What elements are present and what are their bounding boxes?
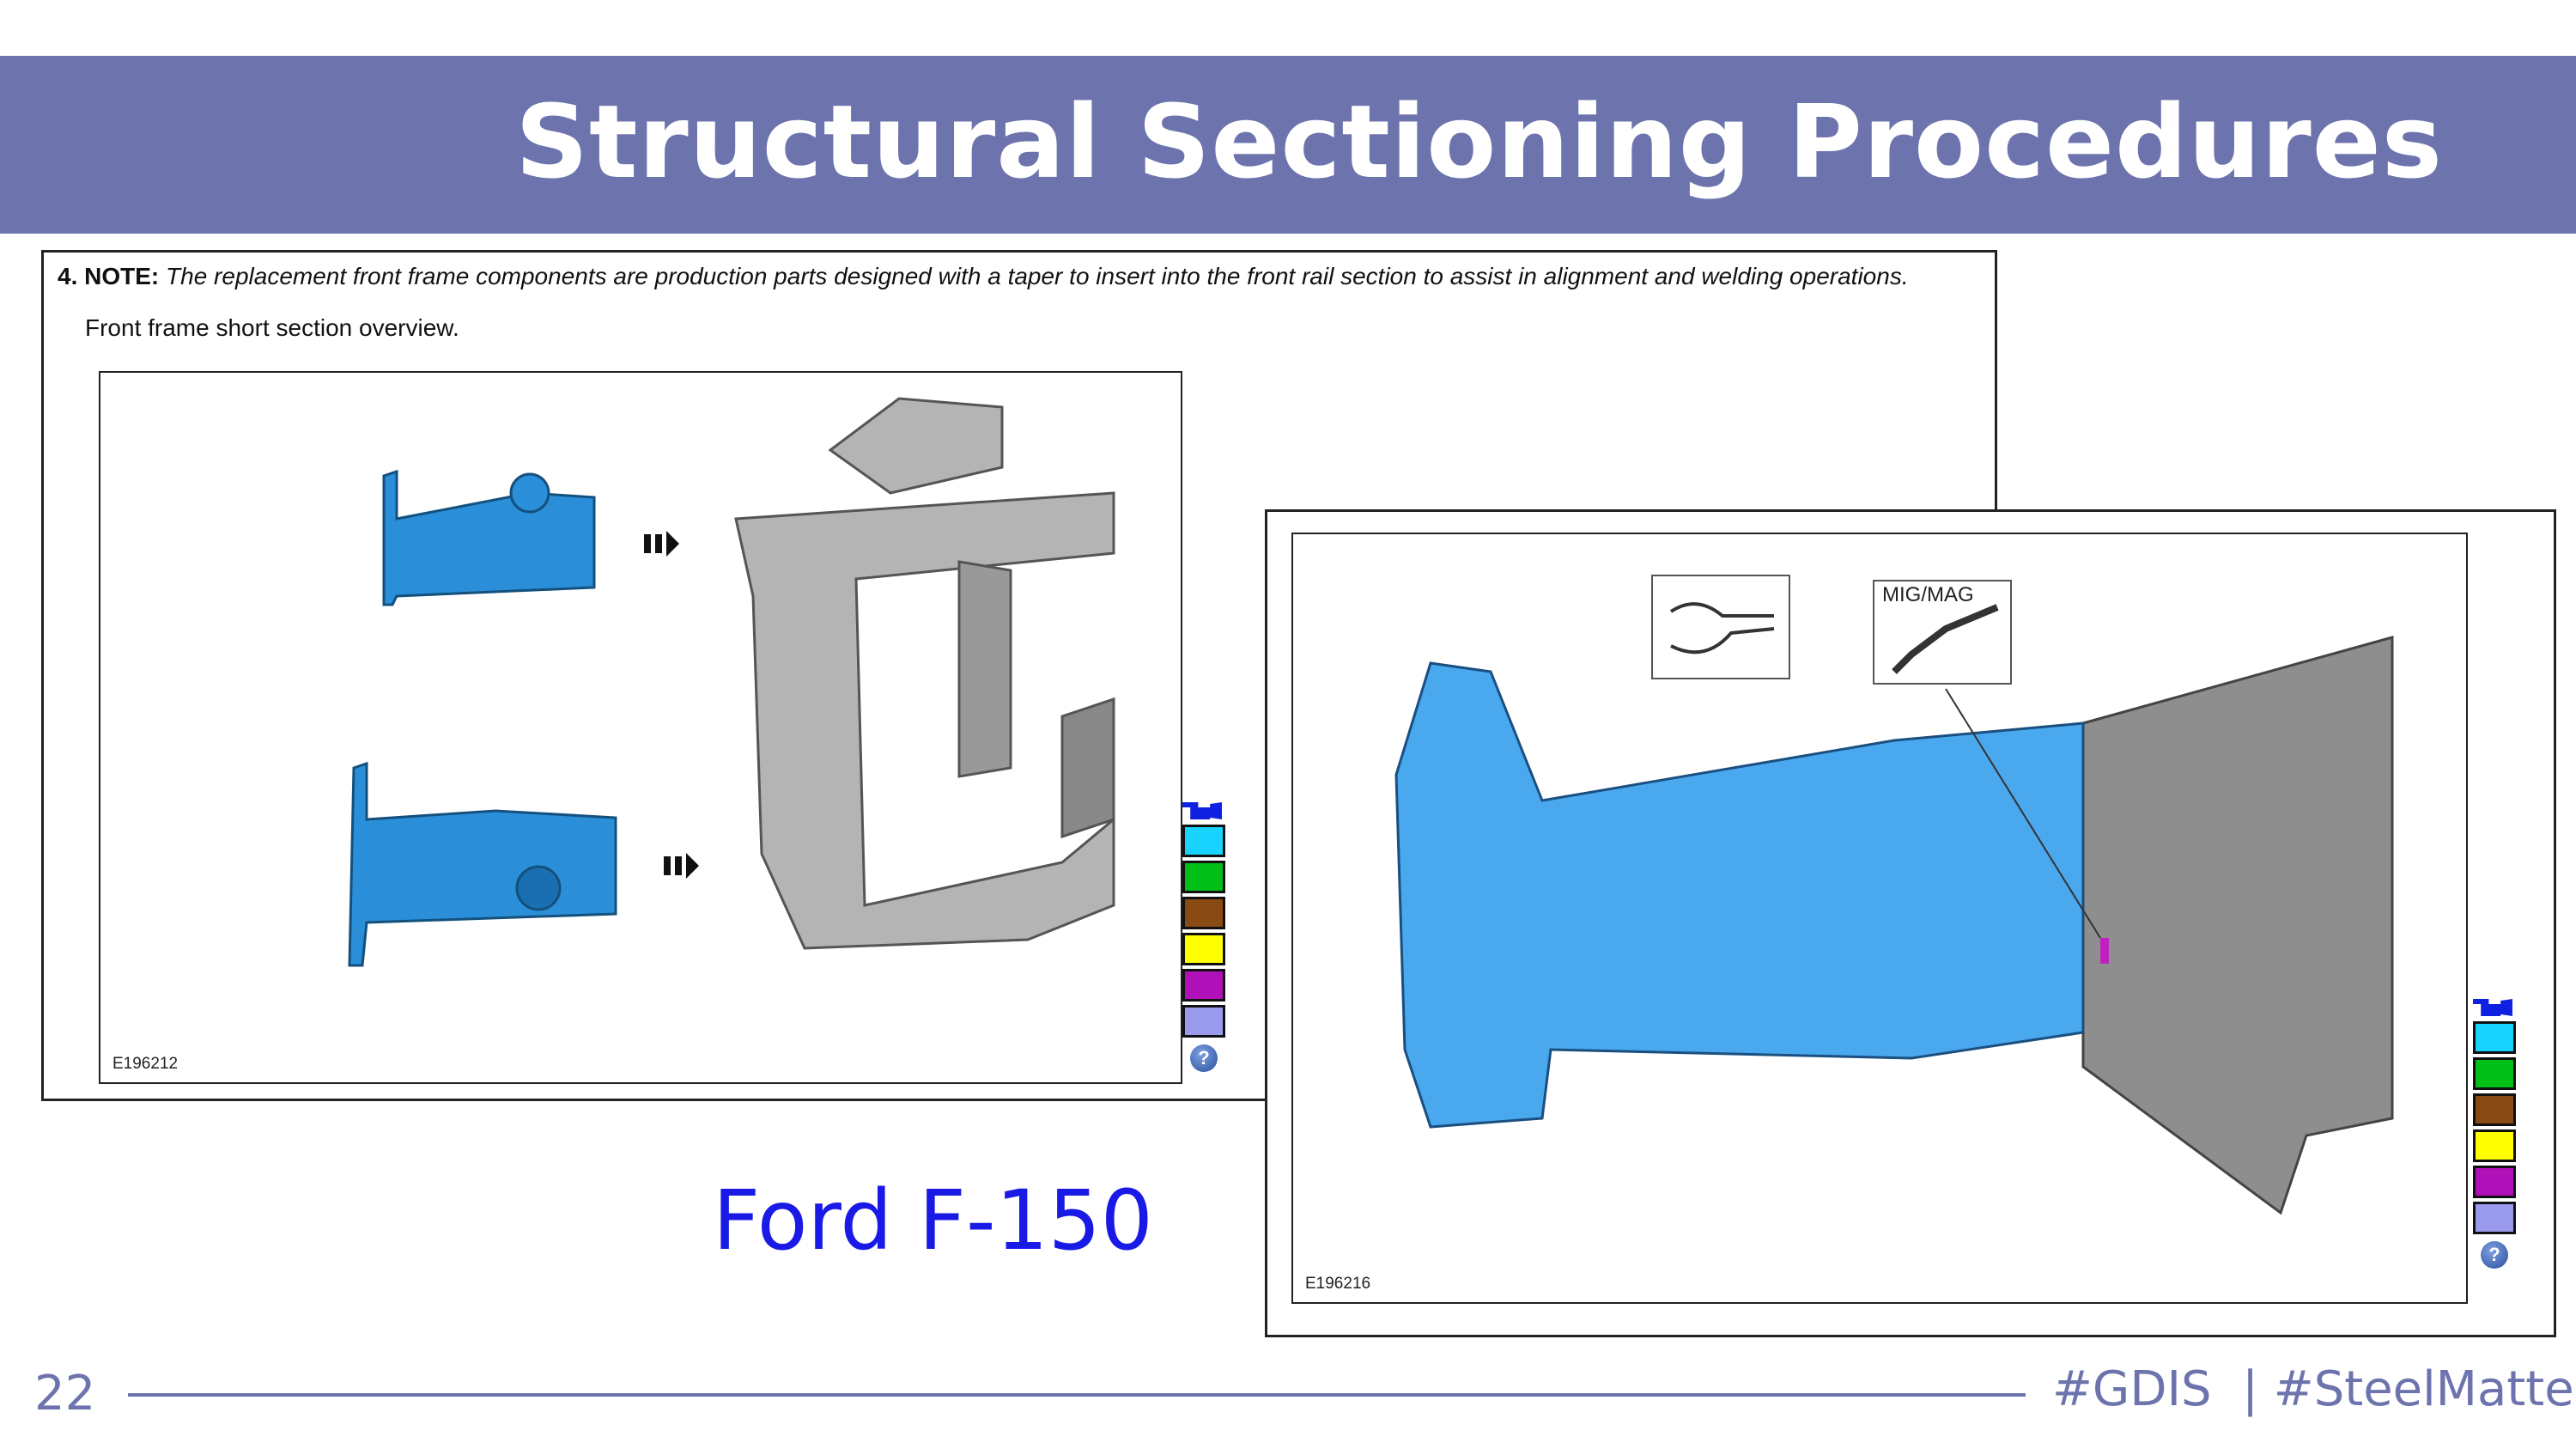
page-number: 22 — [34, 1366, 96, 1422]
legend-swatch-yellow — [1182, 933, 1225, 965]
arrow-icon — [644, 531, 679, 557]
step-number: 4. — [58, 263, 78, 289]
color-legend: ? — [2473, 999, 2516, 1269]
callout-line — [1945, 688, 2101, 939]
legend-swatch-lavender — [1182, 1005, 1225, 1038]
note-label: NOTE: — [84, 263, 160, 289]
page-title: Structural Sectioning Procedures — [515, 82, 2443, 201]
overview-figure: E196212 — [99, 371, 1182, 1084]
note-text: 4. NOTE: The replacement front frame com… — [58, 263, 1909, 290]
camera-icon[interactable] — [2473, 999, 2512, 1016]
legend-swatch-brown — [2473, 1093, 2516, 1126]
camera-icon[interactable] — [1182, 802, 1222, 819]
legend-swatch-brown — [1182, 897, 1225, 929]
legend-swatch-purple — [1182, 969, 1225, 1002]
procedure-panel-detail: MIG/MAG E196216 — [1265, 509, 2556, 1337]
legend-swatch-cyan — [1182, 825, 1225, 857]
original-rail-section — [2081, 636, 2394, 1215]
welding-torch-icon — [1873, 580, 2012, 685]
help-icon[interactable]: ? — [2481, 1241, 2508, 1269]
legend-swatch-yellow — [2473, 1129, 2516, 1162]
legend-swatch-purple — [2473, 1166, 2516, 1198]
legend-swatch-lavender — [2473, 1202, 2516, 1234]
vehicle-frame — [734, 397, 1115, 950]
replacement-rail-section — [1394, 661, 2085, 1129]
frame-overview-illustration — [348, 397, 1115, 967]
note-body: The replacement front frame components a… — [166, 263, 1909, 289]
legend-swatch-cyan — [2473, 1021, 2516, 1054]
legend-swatch-green — [2473, 1057, 2516, 1090]
frame-rail-weld-illustration: MIG/MAG — [1394, 575, 2394, 1215]
replacement-part-lower — [348, 761, 617, 967]
locking-pliers-icon — [1651, 575, 1790, 679]
footer-hashtags: #GDIS | #SteelMatters — [2052, 1361, 2576, 1417]
replacement-part-upper — [382, 469, 596, 606]
footer-divider — [128, 1393, 2026, 1397]
figure-code: E196212 — [112, 1055, 179, 1073]
figure-subtitle: Front frame short section overview. — [85, 314, 459, 341]
header-band — [0, 56, 2576, 234]
tool-label: MIG/MAG — [1882, 583, 1974, 606]
vehicle-caption: Ford F-150 — [713, 1172, 1153, 1269]
weld-marker — [2100, 938, 2109, 964]
color-legend: ? — [1182, 802, 1225, 1072]
detail-figure: MIG/MAG E196216 — [1291, 533, 2468, 1304]
figure-code: E196216 — [1305, 1275, 1371, 1293]
legend-swatch-green — [1182, 861, 1225, 893]
arrow-icon — [664, 853, 699, 879]
help-icon[interactable]: ? — [1190, 1044, 1218, 1072]
